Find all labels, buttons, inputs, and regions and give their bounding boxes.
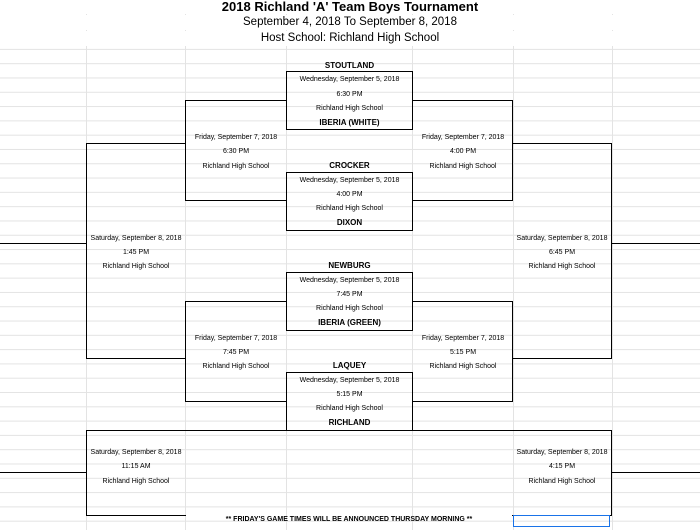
game-venue: Richland High School bbox=[202, 363, 270, 370]
footnote: ** FRIDAY'S GAME TIMES WILL BE ANNOUNCED… bbox=[225, 516, 473, 523]
column-divider bbox=[513, 0, 514, 530]
column-divider bbox=[612, 0, 613, 530]
tournament-title: 2018 Richland 'A' Team Boys Tournament bbox=[0, 0, 700, 14]
game-time: 4:00 PM bbox=[449, 148, 477, 155]
game-time: 7:45 PM bbox=[222, 349, 250, 356]
game-date: Wednesday, September 5, 2018 bbox=[299, 177, 400, 184]
game-time: 5:15 PM bbox=[449, 349, 477, 356]
column-divider bbox=[412, 0, 413, 530]
game-time: 11:15 AM bbox=[121, 463, 151, 470]
game-time: 6:30 PM bbox=[222, 148, 250, 155]
game-venue: Richland High School bbox=[202, 163, 270, 170]
team-name: IBERIA (WHITE) bbox=[319, 118, 380, 127]
game-time: 6:45 PM bbox=[548, 249, 576, 256]
game-venue: Richland High School bbox=[429, 363, 497, 370]
game-venue: Richland High School bbox=[102, 263, 170, 270]
game-venue: Richland High School bbox=[528, 478, 596, 485]
game-venue: Richland High School bbox=[429, 163, 497, 170]
selected-cell[interactable] bbox=[513, 515, 610, 527]
game-date: Wednesday, September 5, 2018 bbox=[299, 76, 400, 83]
game-venue: Richland High School bbox=[316, 405, 383, 412]
team-name: STOUTLAND bbox=[324, 61, 375, 70]
tournament-dates: September 4, 2018 To September 8, 2018 bbox=[0, 15, 700, 30]
game-date: Saturday, September 8, 2018 bbox=[90, 449, 182, 456]
host-school: Host School: Richland High School bbox=[0, 31, 700, 46]
game-date: Saturday, September 8, 2018 bbox=[90, 235, 182, 242]
game-time: 1:45 PM bbox=[122, 249, 150, 256]
game-venue: Richland High School bbox=[316, 205, 383, 212]
team-name: NEWBURG bbox=[328, 261, 371, 270]
game-time: 5:15 PM bbox=[336, 391, 363, 398]
team-name: LAQUEY bbox=[332, 361, 367, 370]
game-date: Wednesday, September 5, 2018 bbox=[299, 277, 400, 284]
game-date: Saturday, September 8, 2018 bbox=[516, 449, 608, 456]
game-date: Wednesday, September 5, 2018 bbox=[299, 377, 400, 384]
game-date: Friday, September 7, 2018 bbox=[421, 335, 505, 342]
game-venue: Richland High School bbox=[528, 263, 596, 270]
team-name: CROCKER bbox=[329, 161, 370, 170]
game-venue: Richland High School bbox=[102, 478, 170, 485]
game-venue: Richland High School bbox=[316, 105, 383, 112]
game-time: 4:00 PM bbox=[336, 191, 363, 198]
game-date: Friday, September 7, 2018 bbox=[194, 335, 278, 342]
game-date: Friday, September 7, 2018 bbox=[194, 134, 278, 141]
game-time: 6:30 PM bbox=[336, 91, 363, 98]
game-date: Friday, September 7, 2018 bbox=[421, 134, 505, 141]
game-date: Saturday, September 8, 2018 bbox=[516, 235, 608, 242]
column-divider bbox=[286, 0, 287, 530]
team-name: RICHLAND bbox=[328, 418, 371, 427]
game-venue: Richland High School bbox=[316, 305, 383, 312]
team-name: IBERIA (GREEN) bbox=[318, 318, 381, 327]
team-name: DIXON bbox=[336, 218, 363, 227]
game-time: 4:15 PM bbox=[548, 463, 576, 470]
column-divider bbox=[185, 0, 186, 530]
game-time: 7:45 PM bbox=[336, 291, 363, 298]
